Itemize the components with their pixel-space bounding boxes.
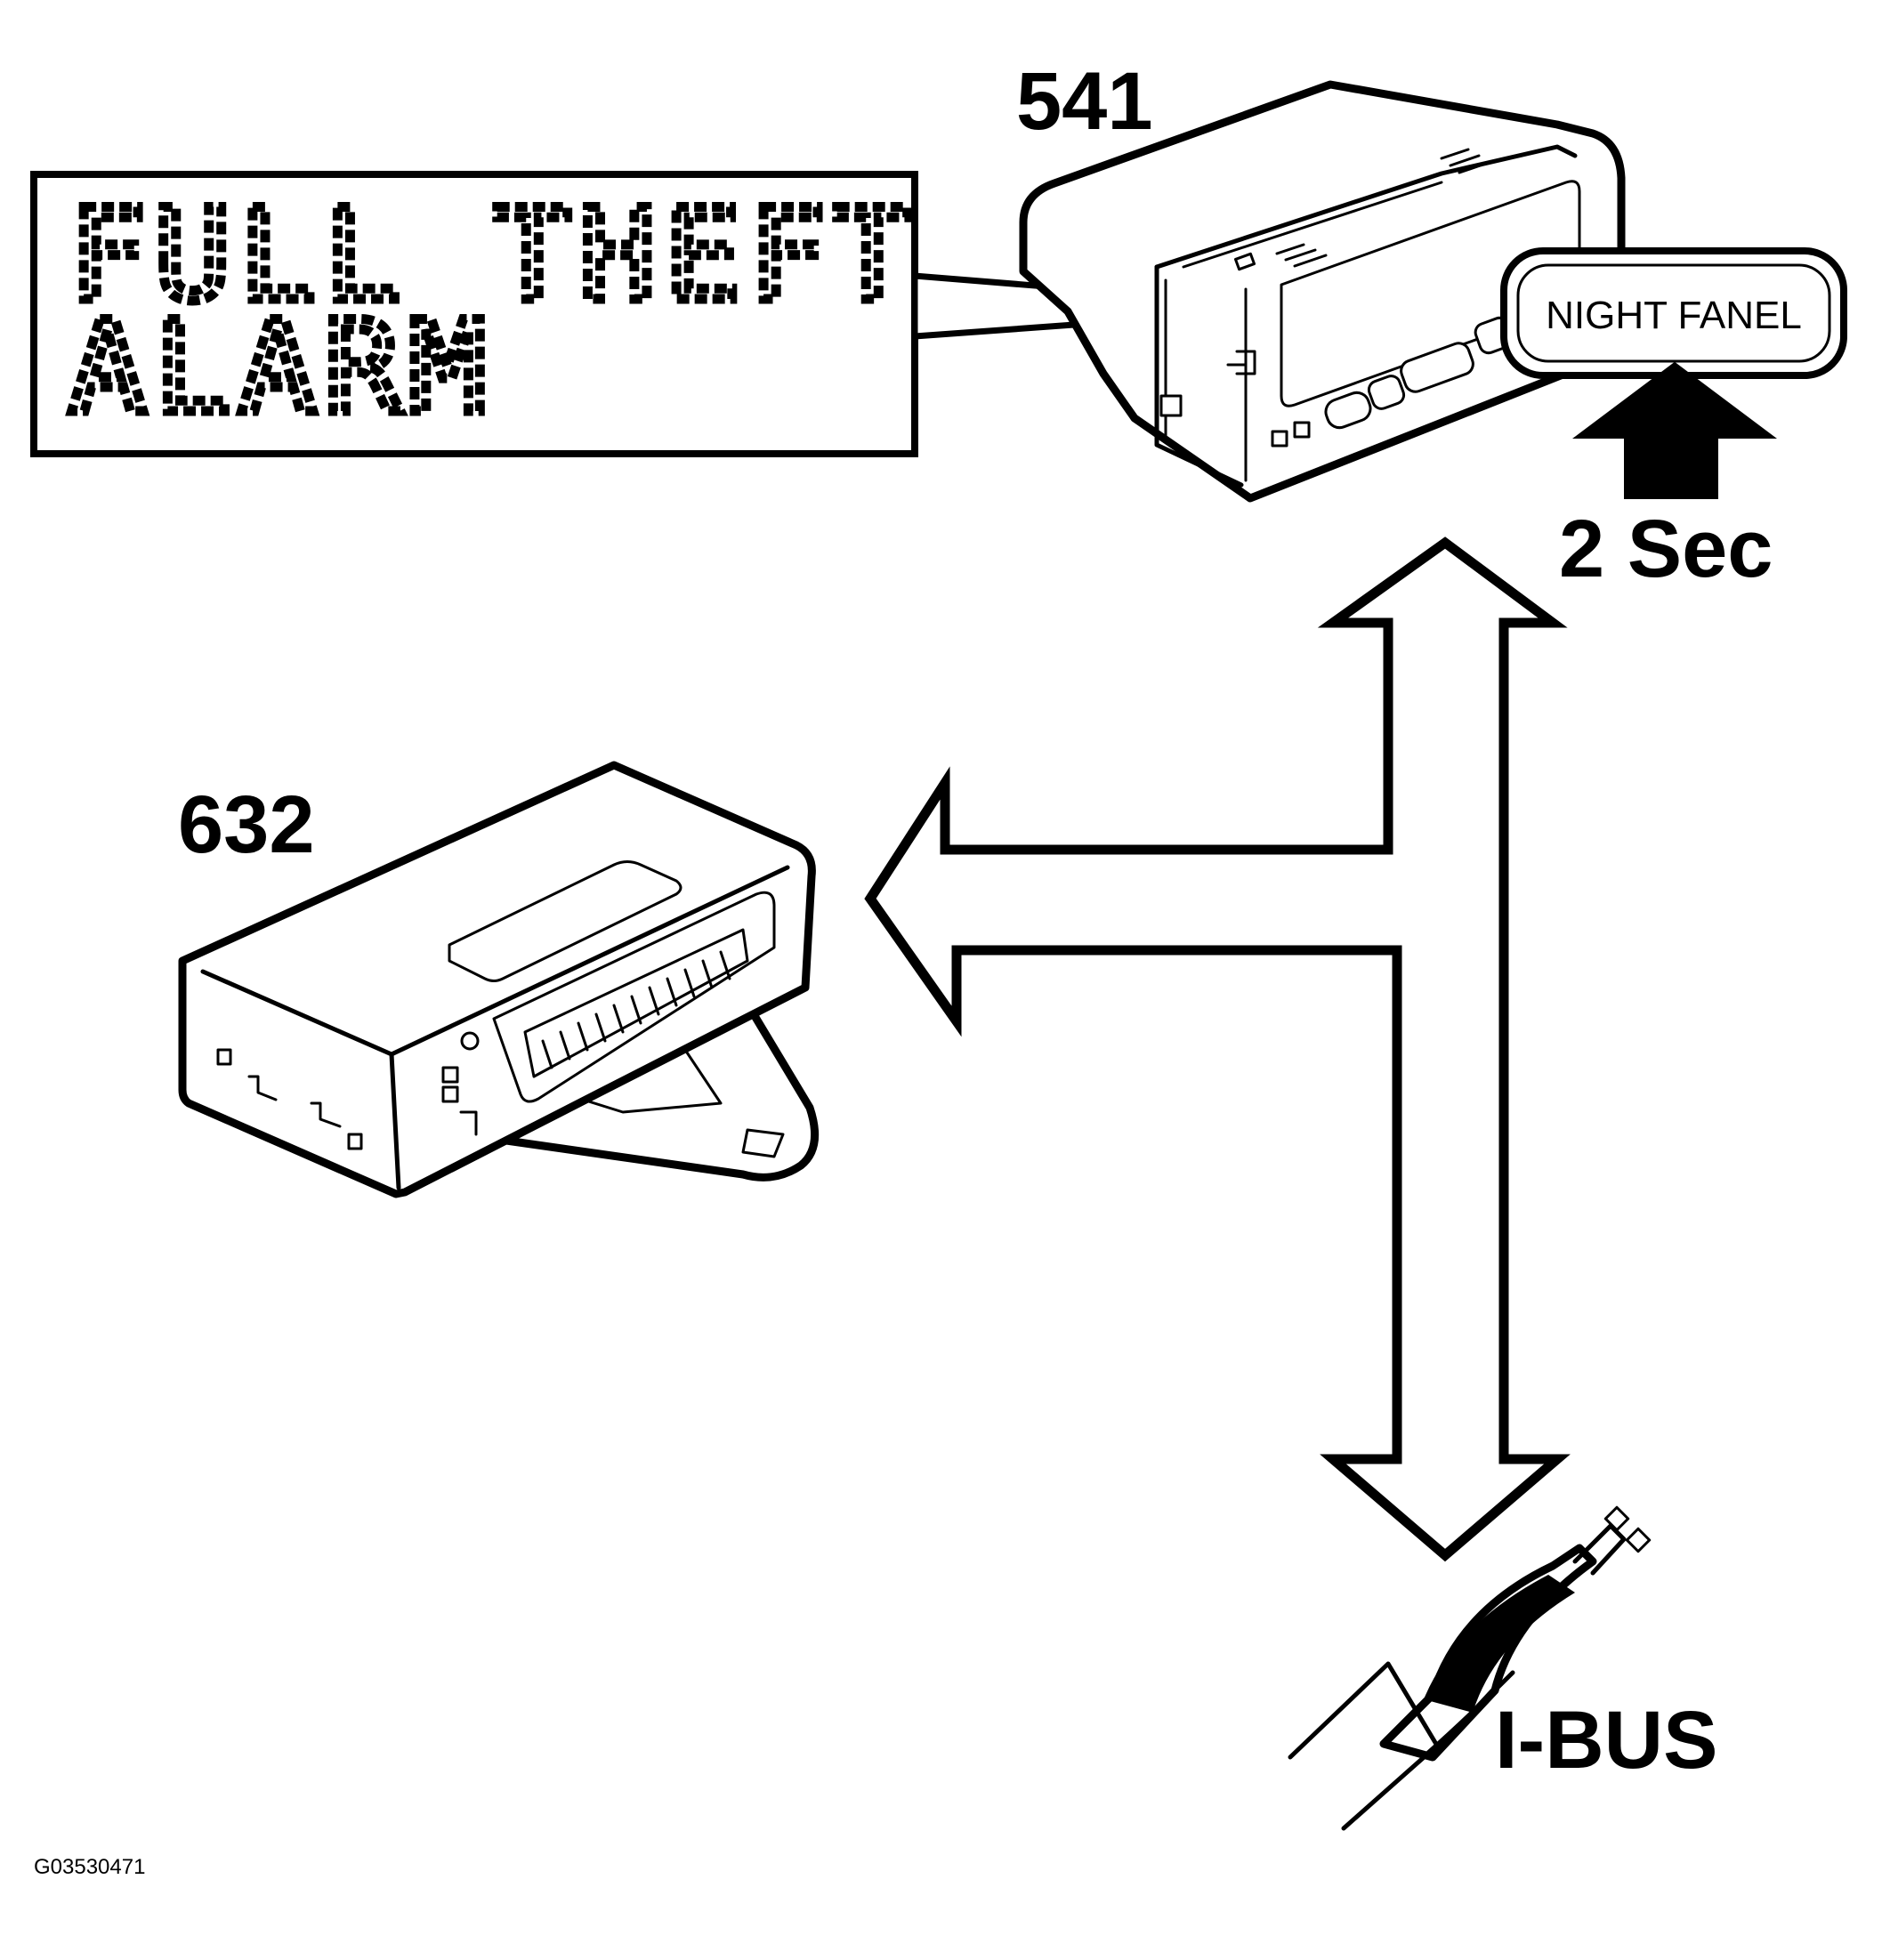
harness-cut-frame: [1288, 1661, 1440, 1831]
display-callout-frame: [30, 171, 918, 457]
hold-time-label: 2 Sec: [1559, 504, 1773, 594]
press-arrow-icon: [1572, 361, 1777, 499]
module-connector: [492, 891, 776, 1103]
module-bracket: [476, 992, 820, 1182]
display-line-1: FULL THEFT: [69, 182, 919, 329]
control-module-icon: [178, 761, 820, 1198]
cluster-top-edge: [1154, 144, 1578, 270]
instrument-cluster-icon: [1019, 80, 1626, 503]
bus-name-label: I-BUS: [1495, 1695, 1717, 1786]
display-callout: FULL THEFT ALARM: [30, 171, 919, 457]
night-panel-button-label: NIGHT FANEL: [1546, 294, 1802, 337]
module-label-plate: [448, 860, 682, 982]
figure-code: G03530471: [34, 1855, 145, 1879]
night-panel-button[interactable]: NIGHT FANEL: [1500, 247, 1847, 379]
bidirectional-arrow-icon: [864, 536, 1571, 1562]
component-541-label: 541: [1016, 56, 1153, 147]
display-line-2: ALARM: [69, 294, 494, 441]
cluster-front-left: [1154, 264, 1244, 488]
night-panel-button-inner: [1516, 263, 1831, 363]
component-632-label: 632: [178, 779, 315, 870]
bus-connector-icon: [1288, 1505, 1652, 1831]
